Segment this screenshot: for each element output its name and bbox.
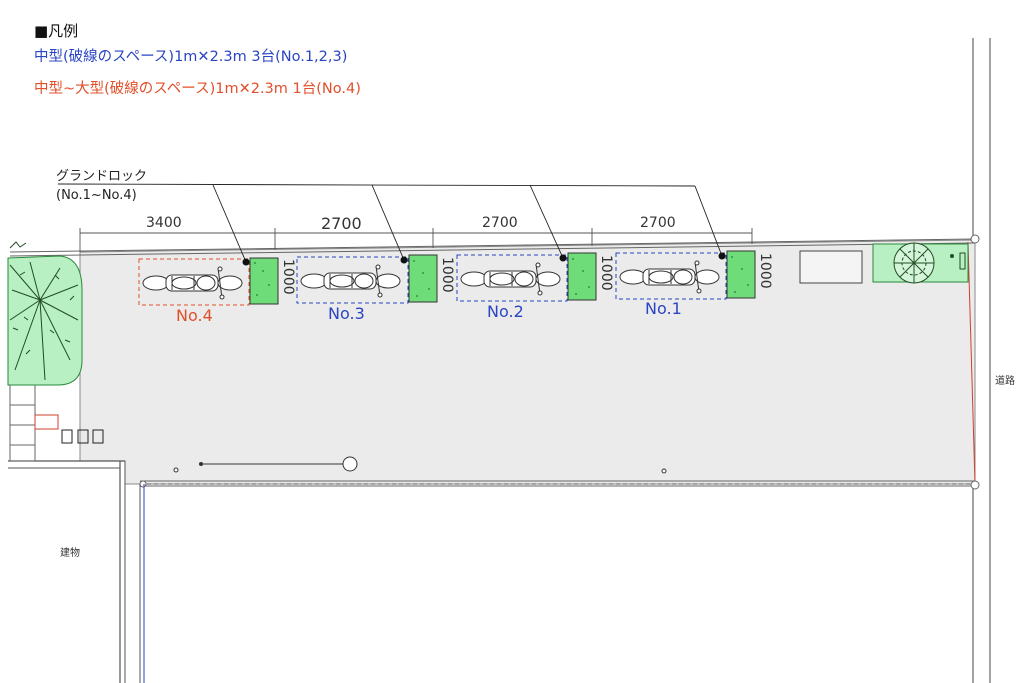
legend-medium: 中型(破線のスペース)1m✕2.3m 3台(No.1,2,3) <box>34 49 348 65</box>
slot-box-no4 <box>138 258 250 306</box>
slot-box-no2 <box>456 254 568 302</box>
dimension-no4: 3400 <box>146 215 182 231</box>
ground-lock-callout: グランドロック (No.1~No.4) <box>56 167 147 205</box>
callout-range: (No.1~No.4) <box>56 188 137 203</box>
dimension-no1: 2700 <box>640 215 676 231</box>
building-label: 建物 <box>60 548 80 559</box>
gap-dimension: 1000 <box>598 255 614 291</box>
slot-label-no2: No.2 <box>487 302 524 321</box>
legend-title: ■凡例 <box>34 22 79 40</box>
legend-large: 中型~大型(破線のスペース)1m✕2.3m 1台(No.4) <box>34 81 361 97</box>
slot-label-no4: No.4 <box>176 306 213 325</box>
gap-dimension: 1000 <box>757 253 773 289</box>
planter-right <box>872 242 969 284</box>
ground-lock-markers <box>242 252 726 266</box>
gap-dimension: 1000 <box>439 257 455 293</box>
road-label: 道路 <box>995 376 1015 387</box>
slot-box-no3 <box>296 256 409 304</box>
equipment-box <box>799 250 863 284</box>
dimension-no2: 2700 <box>482 215 518 231</box>
dimension-lines <box>79 228 753 252</box>
gap-dimension: 1000 <box>280 259 296 295</box>
motorcycle-icon <box>142 266 243 300</box>
shrub-left <box>7 241 83 386</box>
dimension-no3: 2700 <box>321 214 362 233</box>
callout-title: グランドロック <box>56 169 148 184</box>
ground-lock-leaders <box>57 183 723 263</box>
slot-box-no1 <box>615 252 727 300</box>
slot-label-no3: No.3 <box>328 304 365 323</box>
slot-label-no1: No.1 <box>645 299 682 318</box>
grass-blocks <box>249 250 756 305</box>
